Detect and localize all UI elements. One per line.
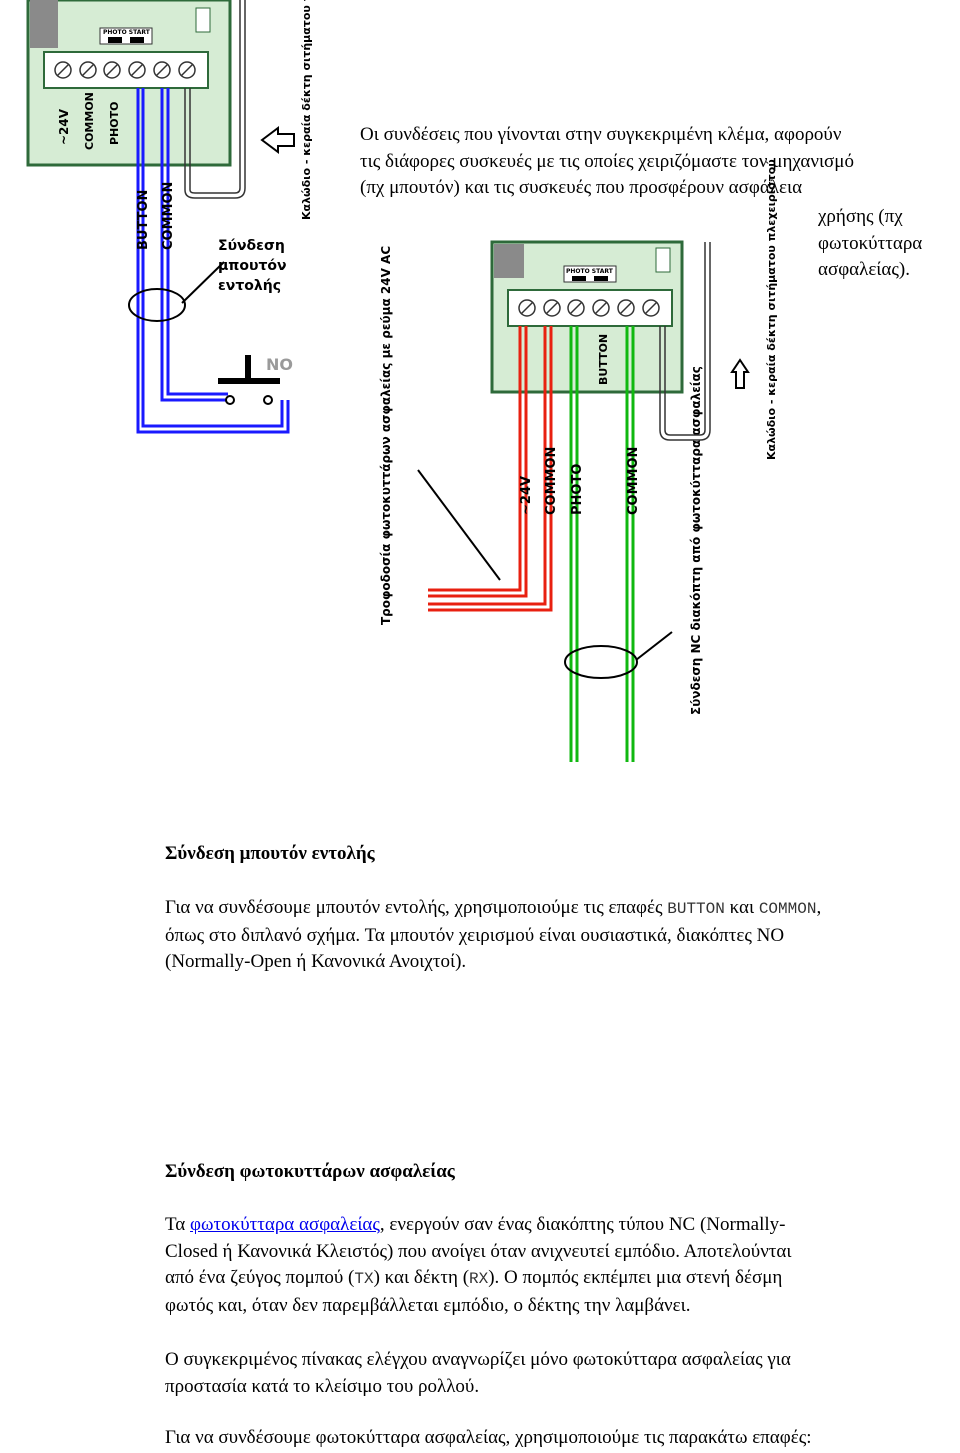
photo-jumper — [108, 37, 122, 43]
antenna-cable-2 — [659, 242, 711, 441]
wiring-diagram-button: PHOTO START ~24V COMMON PHOTO BUTTON COM… — [26, 0, 778, 762]
cable-note: Καλώδιο - κεραία δέκτη σιτήματου πλεχειρ… — [300, 0, 313, 220]
paragraph-line: Ο συγκεκριμένος πίνακας ελέγχου αναγνωρί… — [165, 1349, 791, 1370]
supply-callout-line — [417, 469, 501, 581]
board-chip — [30, 0, 58, 48]
intro-line: χρήσης (πχ — [818, 206, 903, 227]
green-wires — [569, 326, 635, 762]
terminal-label-common: COMMON — [83, 92, 96, 150]
blue-wire-common — [160, 88, 228, 402]
intro-line: τις διάφορες συσκευές με τις οποίες χειρ… — [360, 150, 854, 172]
terminal-label-button-2: BUTTON — [597, 334, 610, 385]
code-tx: TX — [354, 1270, 374, 1288]
section-paragraph-photocells: Τα φωτοκύτταρα ασφαλείας, ενεργούν σαν έ… — [165, 1212, 955, 1319]
section-heading-button: Σύνδεση μπουτόν εντολής — [165, 843, 375, 864]
intro-line: φωτοκύτταρα — [818, 232, 923, 254]
wire-label-24v: ~24V — [519, 476, 534, 515]
board-connector — [195, 7, 211, 33]
wire-label-common-2: COMMON — [544, 447, 559, 515]
intro-line: (πχ μπουτόν) και τις συσκευές που προσφέ… — [360, 177, 803, 198]
section-paragraph-contacts: Για να συνδέσουμε φωτοκύτταρα ασφαλείας,… — [165, 1425, 955, 1452]
paragraph-line: Τα φωτοκύτταρα ασφαλείας, ενεργούν σαν έ… — [165, 1214, 786, 1235]
intro-line: Οι συνδέσεις που γίνονται στην συγκεκριμ… — [360, 124, 842, 145]
intro-paragraph-tail: χρήσης (πχ φωτοκύτταρα ασφαλείας). — [818, 204, 922, 284]
push-button-switch — [218, 355, 280, 405]
wire-label-common: COMMON — [161, 182, 176, 250]
nc-note: Σύνδεση NC διακόπτη από φωτοκύτταρα ασφα… — [689, 366, 703, 715]
code-rx: RX — [469, 1270, 489, 1288]
switch-label-no: NO — [266, 355, 293, 374]
paragraph-line: (Normally-Open ή Κανονικά Ανοιχτοί). — [165, 951, 467, 972]
board-label: PHOTO START — [103, 29, 151, 36]
red-wires — [428, 326, 553, 612]
terminal-label-photo: PHOTO — [108, 102, 121, 145]
section-heading-photocells: Σύνδεση φωτοκυττάρων ασφαλείας — [165, 1161, 455, 1182]
arrow-icon-2 — [730, 358, 750, 389]
callout-line — [181, 261, 225, 304]
paragraph-line: φωτός και, όταν δεν παρεμβάλλεται εμπόδι… — [165, 1294, 691, 1316]
board-chip-2 — [494, 244, 524, 278]
cable-note-2: Καλώδιο - κεραία δέκτη σιτήματου πλεχειρ… — [765, 159, 778, 460]
blue-wire-button — [136, 88, 290, 434]
photocells-link[interactable]: φωτοκύτταρα ασφαλείας — [190, 1214, 380, 1235]
wire-label-photo: PHOTO — [570, 464, 585, 515]
start-jumper — [130, 37, 144, 43]
nc-callout-line — [635, 631, 673, 661]
intro-paragraph: Οι συνδέσεις που γίνονται στην συγκεκριμ… — [360, 122, 960, 202]
connection-note-line1: Σύνδεση — [218, 238, 285, 254]
intro-line: ασφαλείας). — [818, 259, 910, 280]
paragraph-line: Closed ή Κανονικά Κλειστός) που ανοίγει … — [165, 1240, 792, 1262]
connection-note-line3: εντολής — [218, 278, 281, 294]
arrow-icon — [260, 126, 295, 154]
code-common: COMMON — [758, 900, 817, 918]
wire-group-ellipse — [128, 288, 186, 322]
connection-note-line2: μπουτόν — [218, 258, 287, 274]
paragraph-line: προστασία κατά το κλείσιμο του ρολλού. — [165, 1375, 480, 1397]
supply-note: Τροφοδοσία φωτοκυττάρων ασφαλείας με ρεύ… — [379, 246, 393, 625]
code-button: BUTTON — [667, 900, 725, 918]
wire-label-button: BUTTON — [136, 190, 151, 250]
paragraph-line: από ένα ζεύγος πομπού (TX) και δέκτη (RX… — [165, 1267, 783, 1288]
antenna-cable — [184, 0, 246, 199]
section-paragraph-button: Για να συνδέσουμε μπουτόν εντολής, χρησι… — [165, 895, 955, 976]
wire-label-common-3: COMMON — [626, 447, 641, 515]
paragraph-line: Για να συνδέσουμε φωτοκύτταρα ασφαλείας,… — [165, 1427, 812, 1448]
paragraph-line: Για να συνδέσουμε μπουτόν εντολής, χρησι… — [165, 897, 822, 918]
nc-wire-ellipse — [564, 645, 638, 679]
board-label-2: PHOTO START — [566, 268, 614, 275]
paragraph-line: όπως στο διπλανό σχήμα. Τα μπουτόν χειρι… — [165, 924, 785, 946]
terminal-label-24v: ~24V — [57, 108, 71, 145]
section-paragraph-panel: Ο συγκεκριμένος πίνακας ελέγχου αναγνωρί… — [165, 1347, 955, 1400]
